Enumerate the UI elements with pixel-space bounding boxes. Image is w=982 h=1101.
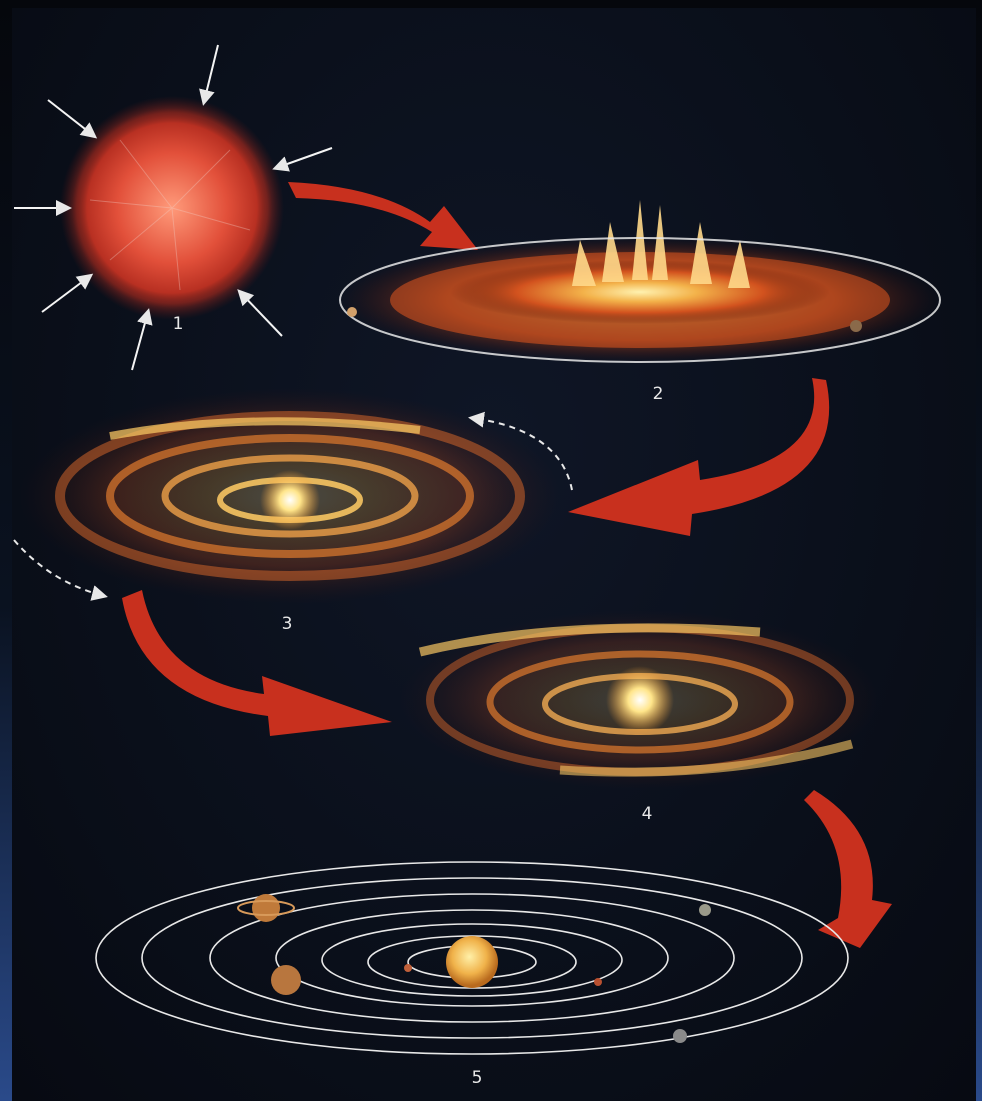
stage-1-label: 1: [163, 314, 193, 334]
stage-4-condensing-disk: [400, 610, 880, 790]
flow-arrow-3-4: [122, 590, 392, 736]
stage-3-spiral-disk: [14, 388, 572, 604]
stage-5-label: 5: [462, 1068, 492, 1088]
stage-2-label: 2: [643, 384, 673, 404]
flow-arrow-1-2: [288, 182, 478, 250]
stage-4-label: 4: [632, 804, 662, 824]
flow-arrow-2-3: [568, 378, 829, 536]
planets: [238, 894, 711, 1043]
stage-3-label: 3: [272, 614, 302, 634]
flow-arrow-4-5: [804, 790, 892, 948]
